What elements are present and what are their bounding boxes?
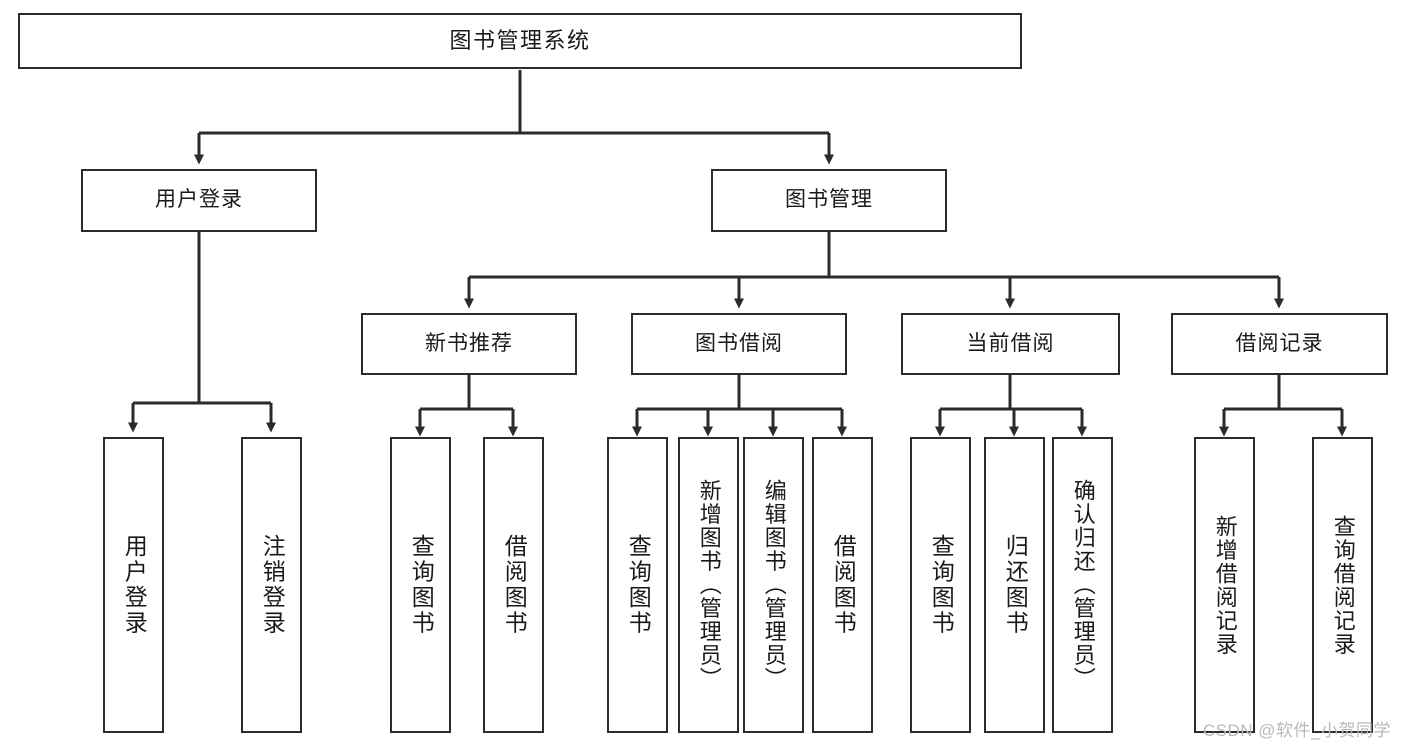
node-borrow-record[interactable]: 借阅记录 [1171, 313, 1388, 375]
node-label: 图书借阅 [695, 331, 783, 355]
node-label: 借阅图书 [501, 534, 528, 636]
node-label: 确认归还（管理员） [1070, 479, 1096, 691]
node-label: 借阅图书 [830, 534, 857, 636]
leaf-confirm-return-admin[interactable]: 确认归还（管理员） [1052, 437, 1113, 733]
node-label: 新增图书（管理员） [696, 479, 722, 691]
node-label: 图书管理系统 [449, 28, 591, 54]
leaf-borrow-book-recommend[interactable]: 借阅图书 [483, 437, 544, 733]
node-label: 编辑图书（管理员） [761, 479, 787, 691]
node-label: 查询图书 [928, 534, 955, 636]
leaf-add-borrow-record[interactable]: 新增借阅记录 [1194, 437, 1255, 733]
node-label: 归还图书 [1002, 534, 1029, 636]
leaf-user-login[interactable]: 用户登录 [103, 437, 164, 733]
node-root-system[interactable]: 图书管理系统 [18, 13, 1022, 69]
leaf-user-logout[interactable]: 注销登录 [241, 437, 302, 733]
leaf-query-borrow-record[interactable]: 查询借阅记录 [1312, 437, 1373, 733]
node-label: 查询图书 [625, 534, 652, 636]
node-label: 图书管理 [785, 188, 873, 212]
leaf-add-book-admin[interactable]: 新增图书（管理员） [678, 437, 739, 733]
node-label: 借阅记录 [1235, 331, 1324, 355]
node-label: 查询图书 [408, 534, 435, 636]
node-label: 新书推荐 [425, 331, 513, 355]
node-label: 注销登录 [259, 534, 286, 636]
node-label: 新增借阅记录 [1212, 514, 1238, 656]
leaf-return-book[interactable]: 归还图书 [984, 437, 1045, 733]
node-label: 查询借阅记录 [1330, 514, 1356, 656]
node-label: 用户登录 [155, 188, 243, 212]
node-new-book-recommend[interactable]: 新书推荐 [361, 313, 577, 375]
leaf-query-book-borrow[interactable]: 查询图书 [607, 437, 668, 733]
leaf-query-book-current[interactable]: 查询图书 [910, 437, 971, 733]
leaf-edit-book-admin[interactable]: 编辑图书（管理员） [743, 437, 804, 733]
node-book-manage[interactable]: 图书管理 [711, 169, 947, 232]
node-user-login[interactable]: 用户登录 [81, 169, 317, 232]
node-label: 当前借阅 [966, 331, 1055, 355]
leaf-query-book-recommend[interactable]: 查询图书 [390, 437, 451, 733]
node-book-borrow[interactable]: 图书借阅 [631, 313, 847, 375]
watermark: CSDN @软件_小贺同学 [1202, 721, 1391, 740]
node-current-borrow[interactable]: 当前借阅 [901, 313, 1120, 375]
node-label: 用户登录 [121, 534, 148, 636]
leaf-borrow-book[interactable]: 借阅图书 [812, 437, 873, 733]
